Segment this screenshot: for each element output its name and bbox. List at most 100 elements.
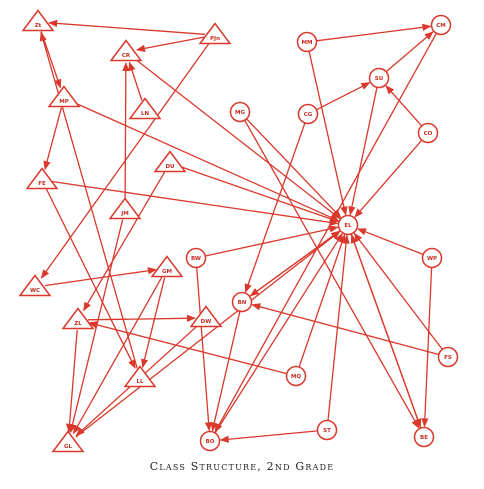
edge-st-to-el	[327, 234, 350, 421]
edge-wp-to-be	[421, 267, 433, 428]
triangle-node-shape	[153, 150, 187, 173]
node-label: ST	[323, 428, 331, 434]
circle-node-shape	[229, 101, 251, 123]
edge-bw-to-el	[205, 225, 339, 257]
node-dw: DW	[189, 305, 223, 328]
triangle-node-shape	[128, 97, 162, 120]
edge-su-to-el	[348, 87, 378, 216]
node-label: LL	[136, 379, 144, 385]
node-mp: MP	[47, 85, 81, 108]
edge-gm-to-ll	[141, 277, 166, 369]
node-su: SU	[368, 67, 390, 89]
edge-ll-to-zt	[39, 31, 138, 369]
node-label: MM	[302, 40, 313, 46]
node-mq: MQ	[285, 365, 307, 387]
node-be: BE	[413, 426, 435, 448]
node-gl: GL	[51, 430, 85, 453]
node-label: GM	[162, 269, 172, 275]
circle-node-shape	[185, 247, 207, 269]
node-label: CG	[304, 112, 313, 118]
node-wc: WC	[18, 274, 52, 297]
node-cm: CM	[430, 14, 452, 36]
node-label: FS	[444, 355, 452, 361]
edge-pin-to-cr	[135, 36, 206, 52]
node-label: Zt	[35, 23, 42, 29]
node-bw: BW	[185, 247, 207, 269]
node-label: BO	[206, 439, 215, 445]
node-label: MG	[235, 110, 245, 116]
triangle-node-shape	[108, 197, 142, 220]
edge-mq-to-zl	[87, 321, 287, 375]
edge-st-to-bo	[219, 430, 318, 443]
edge-bo-to-el	[214, 233, 343, 434]
node-label: EL	[344, 223, 352, 229]
edge-zl-to-dw	[87, 314, 196, 322]
edge-co-to-su	[385, 85, 423, 127]
node-el: EL	[337, 214, 359, 236]
circle-node-shape	[199, 430, 221, 452]
node-label: JM	[120, 211, 129, 217]
node-label: WP	[427, 256, 437, 262]
circle-node-shape	[337, 214, 359, 236]
circle-node-shape	[285, 365, 307, 387]
node-label: BN	[238, 300, 247, 306]
node-bo: BO	[199, 430, 221, 452]
node-label: BE	[420, 435, 428, 441]
edge-bw-to-bo	[196, 267, 213, 432]
edge-el-to-be	[350, 233, 422, 428]
node-mm: MM	[296, 31, 318, 53]
edge-fs-to-el	[353, 232, 443, 350]
edge-gl-to-el	[75, 230, 341, 438]
node-fe: FE	[25, 167, 59, 190]
edge-mq-to-el	[298, 234, 346, 368]
circle-node-shape	[417, 122, 439, 144]
node-cr: CR	[109, 39, 143, 62]
node-label: MP	[59, 99, 69, 105]
edge-zt-to-mp	[40, 31, 62, 89]
triangle-node-shape	[51, 430, 85, 453]
node-label: ZL	[74, 321, 82, 327]
edge-gm-to-gl	[72, 276, 163, 435]
triangle-node-shape	[47, 85, 81, 108]
node-mg: MG	[229, 101, 251, 123]
circle-node-shape	[413, 426, 435, 448]
node-st: ST	[316, 419, 338, 441]
edge-mg-to-el	[246, 118, 342, 219]
triangle-node-shape	[109, 39, 143, 62]
node-pin: PJn	[198, 22, 232, 45]
edge-cg-to-bn	[244, 122, 306, 293]
node-du: DU	[153, 150, 187, 173]
edge-wp-to-el	[356, 228, 424, 256]
node-label: BW	[191, 256, 201, 262]
edge-mp-to-el	[72, 101, 340, 222]
circle-node-shape	[296, 31, 318, 53]
node-label: PJn	[210, 36, 220, 42]
circle-node-shape	[368, 67, 390, 89]
node-label: SU	[375, 76, 383, 82]
edge-pin-to-zt	[48, 19, 206, 35]
node-zt: Zt	[21, 9, 55, 32]
triangle-node-shape	[189, 305, 223, 328]
node-label: DU	[165, 164, 174, 170]
edge-jm-to-cr	[122, 62, 130, 201]
edge-du-to-zl	[83, 171, 166, 312]
edge-bn-to-bo	[210, 311, 241, 432]
node-jm: JM	[108, 197, 142, 220]
node-label: WC	[30, 288, 40, 294]
node-label: GL	[64, 444, 73, 450]
edge-su-to-cm	[385, 31, 434, 73]
triangle-node-shape	[198, 22, 232, 45]
node-label: LN	[141, 111, 150, 117]
circle-node-shape	[297, 103, 319, 125]
edge-du-to-el	[179, 165, 339, 223]
diagram-caption: Class Structure, 2nd Grade	[149, 460, 335, 473]
node-gm: GM	[150, 255, 184, 278]
node-wp: WP	[421, 247, 443, 269]
triangle-node-shape	[21, 9, 55, 32]
triangle-node-shape	[150, 255, 184, 278]
edge-cm-to-bo	[214, 32, 437, 433]
circle-node-shape	[231, 291, 253, 313]
triangle-node-shape	[123, 365, 157, 388]
circle-node-shape	[437, 346, 459, 368]
